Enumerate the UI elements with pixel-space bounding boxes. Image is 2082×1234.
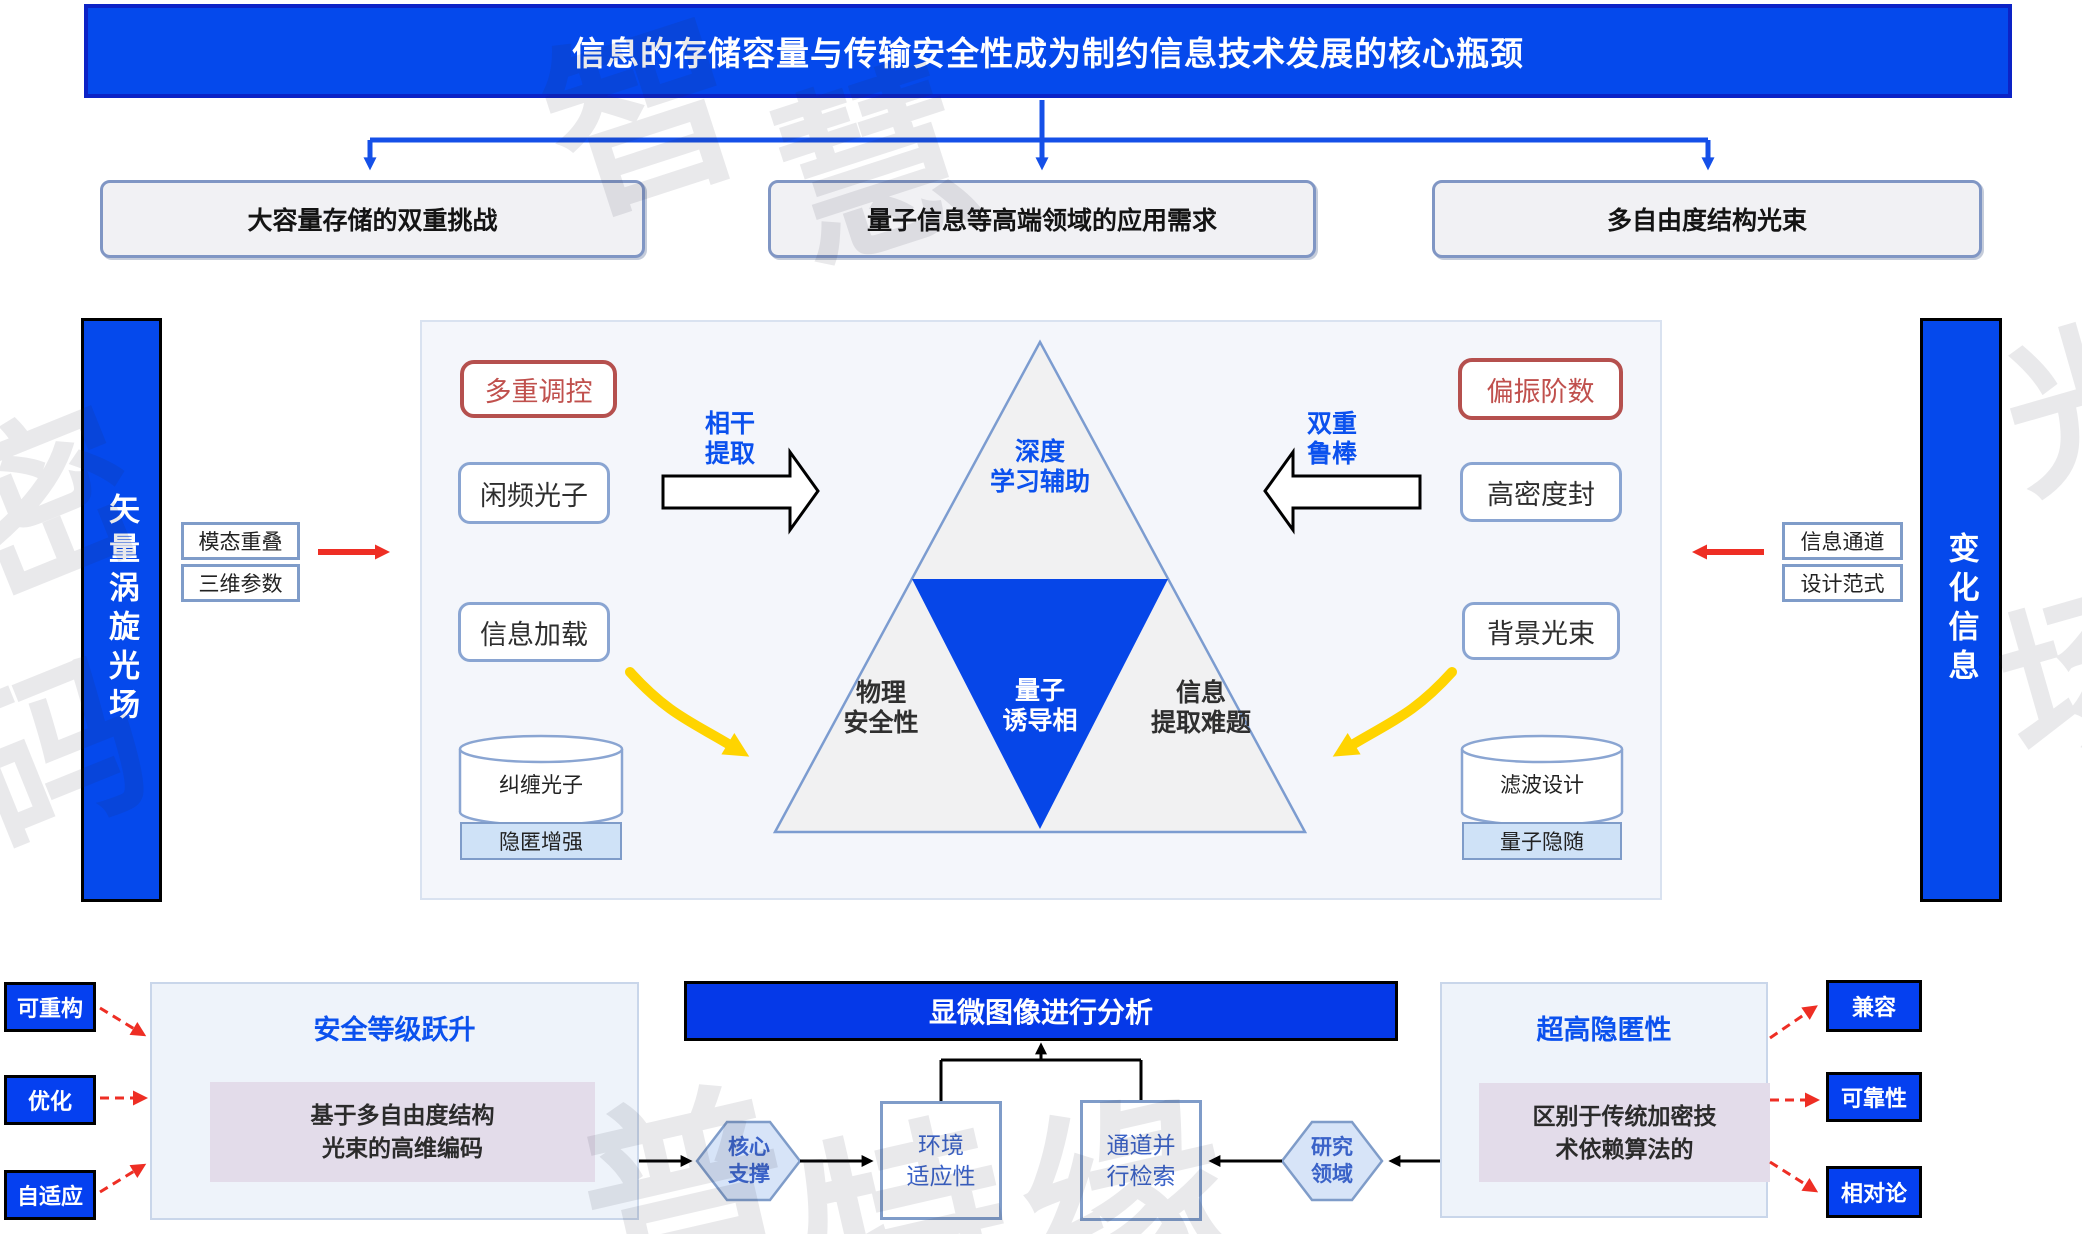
top-box-label: 量子信息等高端领域的应用需求 — [866, 207, 1217, 235]
top-box-structured-light: 多自由度结构光束 — [1432, 180, 1982, 258]
box-label: 背景光束 — [1487, 618, 1595, 649]
red-box-multi-modulation: 多重调控 — [460, 360, 617, 418]
tag-reconfigurable: 可重构 — [4, 982, 96, 1032]
box-background-beam: 背景光束 — [1462, 602, 1620, 660]
bottom-left-panel: 安全等级跃升 基于多自由度结构 光束的高维编码 — [150, 982, 639, 1220]
tag-design-paradigm: 设计范式 — [1782, 564, 1903, 602]
box-label: 闲频光子 — [480, 480, 588, 511]
triangle-label-quantum-induced-phase: 量子 诱导相 — [1002, 677, 1078, 735]
dashed-red-arrows — [99, 1005, 1820, 1194]
top-connector-lines — [363, 100, 1715, 171]
red-box-polarization-order: 偏振阶数 — [1458, 358, 1623, 420]
tag-adaptive: 自适应 — [4, 1170, 96, 1220]
tag-relativity: 相对论 — [1826, 1166, 1922, 1218]
inverted-blue-triangle — [912, 579, 1168, 829]
tag-label: 相对论 — [1840, 1181, 1907, 1206]
label-coherent-extraction: 相干 提取 — [704, 410, 755, 468]
left-vertical-bar: 矢量涡旋光场 — [81, 318, 162, 902]
tag-label: 可重构 — [16, 996, 83, 1021]
tag-information-channel: 信息通道 — [1782, 522, 1903, 560]
box-environment-adaptability: 环境 适应性 — [880, 1101, 1002, 1220]
yellow-arrow-right — [1332, 667, 1457, 757]
tag-label: 量子隐随 — [1500, 831, 1584, 854]
cylinder-shapes — [458, 734, 1624, 827]
bottom-right-panel-body: 区别于传统加密技 术依赖算法的 — [1479, 1083, 1770, 1182]
box-label: 信息加载 — [480, 619, 588, 650]
bottom-banner: 显微图像进行分析 — [684, 981, 1398, 1041]
box-information-loading: 信息加载 — [458, 602, 610, 662]
triangle-label-physical-security: 物理 安全性 — [843, 679, 919, 737]
top-banner: 信息的存储容量与传输安全性成为制约信息技术发展的核心瓶颈 — [84, 4, 2012, 98]
bottom-left-panel-title: 安全等级跃升 — [313, 1015, 476, 1045]
bottom-right-panel-title: 超高隐匿性 — [1536, 1015, 1672, 1045]
left-bar-label: 矢量涡旋光场 — [104, 493, 139, 727]
right-vertical-bar: 变化信息 — [1920, 318, 2002, 902]
triangle-label-extraction-difficulty: 信息 提取难题 — [1150, 679, 1251, 737]
tag-hiding-enhancement: 隐匿增强 — [460, 822, 622, 860]
tag-label: 设计范式 — [1800, 573, 1885, 596]
right-bar-label: 变化信息 — [1943, 532, 1979, 688]
top-box-quantum-demand: 量子信息等高端领域的应用需求 — [768, 180, 1316, 258]
dual-robust-arrow — [1263, 447, 1422, 535]
bottom-right-panel: 超高隐匿性 区别于传统加密技 术依赖算法的 — [1440, 982, 1770, 1218]
left-cylinder-top — [458, 734, 624, 764]
tag-label: 三维参数 — [198, 573, 283, 596]
bottom-left-panel-body: 基于多自由度结构 光束的高维编码 — [210, 1082, 595, 1182]
tag-modal-superposition: 模态重叠 — [181, 522, 300, 560]
box-high-density-seal: 高密度封 — [1460, 462, 1622, 522]
triangle-label-deep-learning: 深度 学习辅助 — [989, 438, 1090, 496]
tag-quantum-hiding: 量子隐随 — [1462, 822, 1622, 860]
box-label: 高密度封 — [1487, 479, 1595, 510]
tag-3d-parameters: 三维参数 — [181, 564, 300, 602]
tag-compatible: 兼容 — [1826, 980, 1922, 1032]
diamond-research-field — [1280, 1120, 1384, 1202]
tag-label: 模态重叠 — [198, 531, 283, 554]
bottom-connector-lines — [639, 1042, 1440, 1167]
dashed-arrow-adaptive — [99, 1163, 147, 1194]
top-banner-title: 信息的存储容量与传输安全性成为制约信息技术发展的核心瓶颈 — [572, 35, 1524, 72]
tag-label: 优化 — [27, 1089, 72, 1114]
cylinder-entangled-photon-label: 纠缠光子 — [499, 774, 583, 797]
coherent-extraction-arrow — [661, 447, 820, 535]
dashed-arrow-reconfigurable — [99, 1006, 147, 1037]
dashed-arrow-relativity — [1769, 1160, 1819, 1193]
red-box-label: 偏振阶数 — [1486, 376, 1595, 407]
top-box-label: 大容量存储的双重挑战 — [247, 207, 498, 235]
dashed-arrow-compatible — [1769, 1005, 1818, 1040]
tag-label: 信息通道 — [1800, 531, 1885, 554]
diamond-core-support-label: 核心 支撑 — [728, 1136, 770, 1186]
tag-label: 隐匿增强 — [499, 831, 583, 854]
right-cylinder-top — [1460, 734, 1624, 764]
diamond-research-field-label: 研究 领域 — [1311, 1136, 1353, 1186]
tag-label: 兼容 — [1851, 995, 1896, 1020]
box-channel-parallel-retrieval: 通道并 行检索 — [1080, 1100, 1202, 1221]
top-box-label: 多自由度结构光束 — [1606, 207, 1807, 235]
label-dual-robust: 双重 鲁棒 — [1306, 410, 1357, 468]
tag-label: 可靠性 — [1840, 1086, 1907, 1111]
tag-reliability: 可靠性 — [1826, 1072, 1922, 1122]
tag-label: 自适应 — [16, 1184, 83, 1209]
tag-optimization: 优化 — [4, 1075, 96, 1125]
red-box-label: 多重调控 — [484, 376, 593, 407]
yellow-arrow-left — [625, 667, 750, 757]
box-idler-photon: 闲频光子 — [458, 462, 610, 524]
bottom-banner-label: 显微图像进行分析 — [928, 997, 1153, 1028]
cylinder-filter-design-label: 滤波设计 — [1500, 774, 1584, 797]
top-box-storage-challenge: 大容量存储的双重挑战 — [100, 180, 645, 258]
